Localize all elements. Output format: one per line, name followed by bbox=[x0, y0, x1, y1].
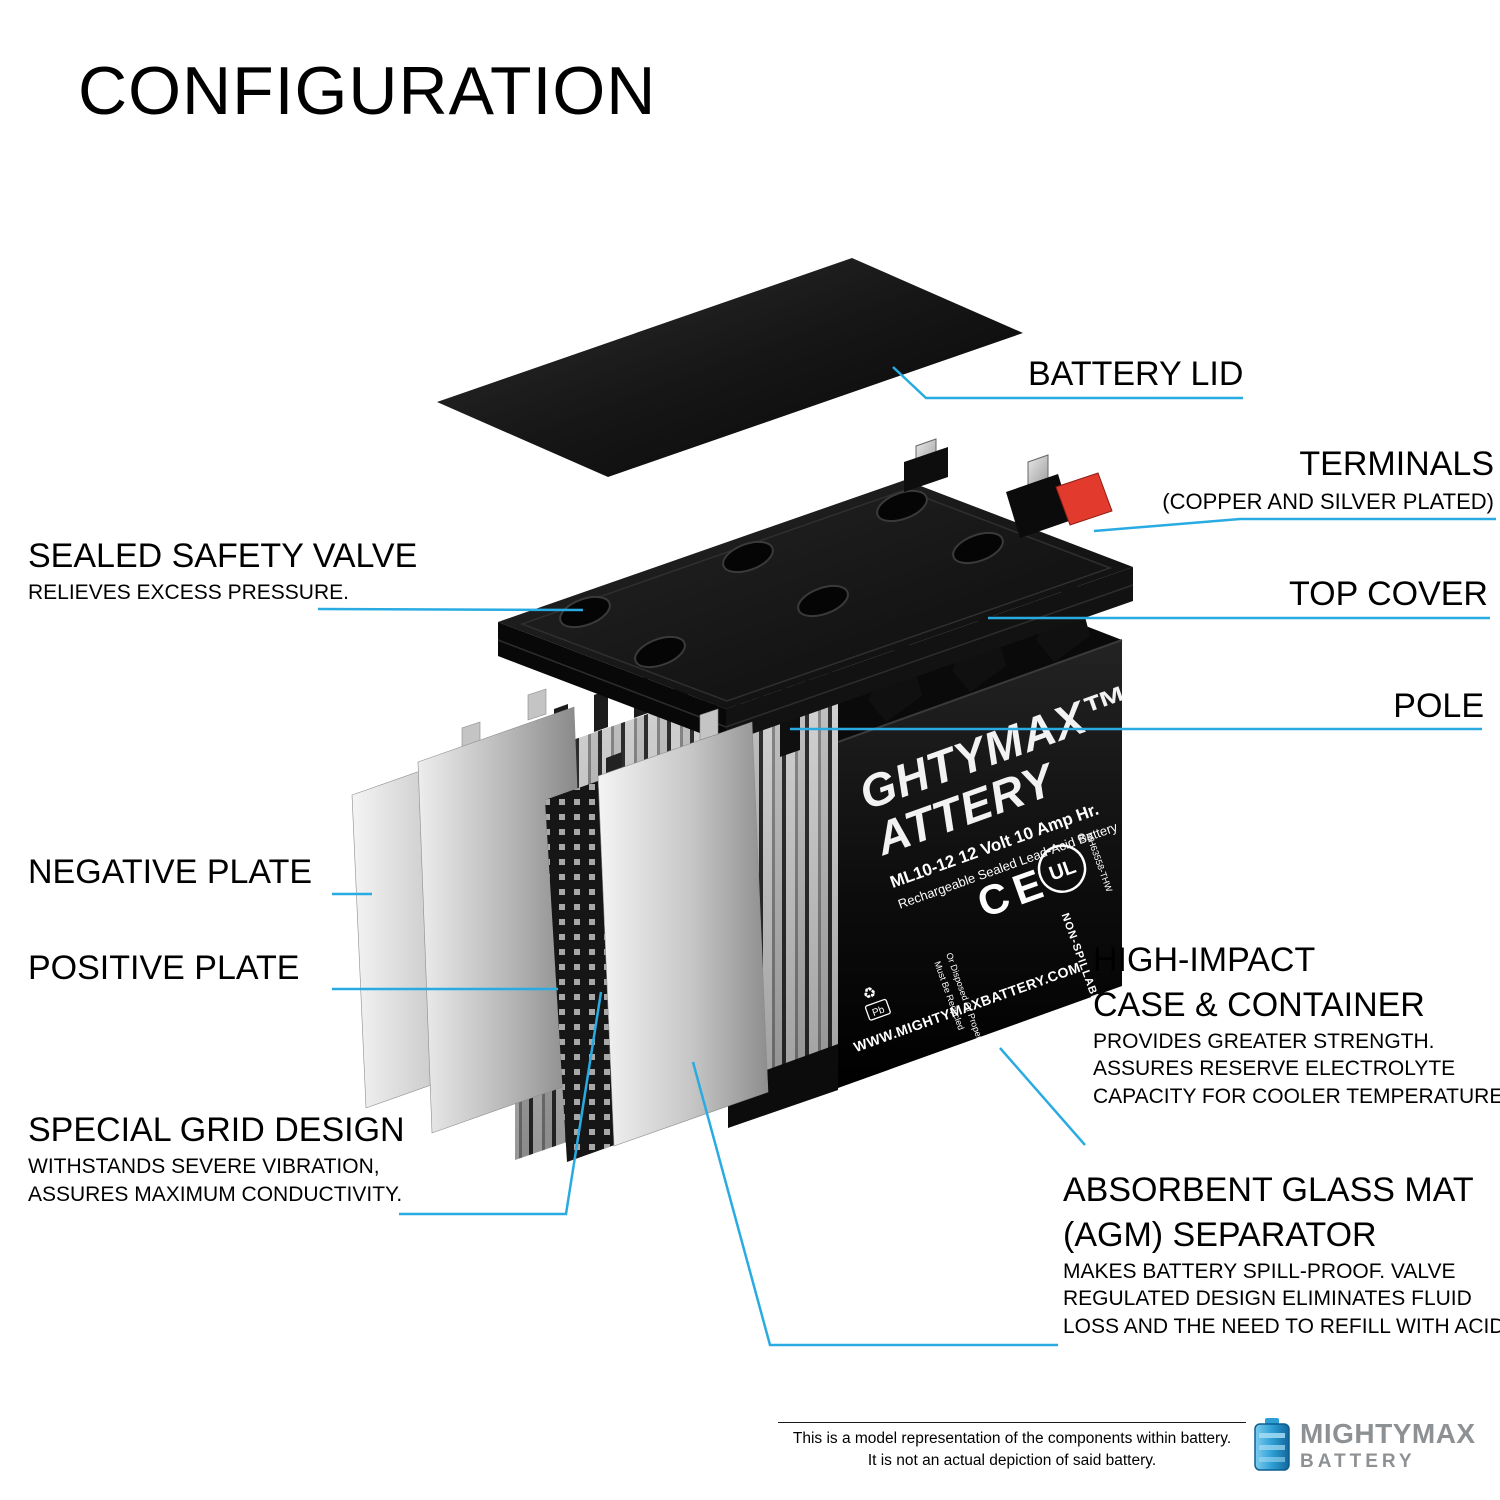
high-impact-heading-1: HIGH-IMPACT bbox=[1093, 941, 1316, 979]
negative-plate-heading: NEGATIVE PLATE bbox=[28, 853, 313, 891]
recycle-icon: ♻ bbox=[860, 983, 878, 1004]
sealed-valve-sub: RELIEVES EXCESS PRESSURE. bbox=[28, 580, 349, 604]
agm-heading-1: ABSORBENT GLASS MAT bbox=[1063, 1171, 1474, 1209]
label-pole: POLE bbox=[1393, 684, 1484, 729]
leader-agm-separator bbox=[691, 1061, 1058, 1347]
battery-lid-heading: BATTERY LID bbox=[1028, 355, 1244, 393]
battery-logo-icon bbox=[1254, 1418, 1290, 1471]
mightymax-logo: MIGHTYMAX BATTERY bbox=[1253, 1418, 1476, 1472]
pole-heading: POLE bbox=[1393, 687, 1484, 725]
label-top-cover: TOP COVER bbox=[1289, 572, 1488, 617]
leader-battery-lid bbox=[892, 366, 1243, 400]
terminal-negative bbox=[904, 438, 948, 492]
special-grid-heading: SPECIAL GRID DESIGN bbox=[28, 1111, 405, 1149]
leader-sealed-valve bbox=[317, 607, 584, 612]
high-impact-heading-2: CASE & CONTAINER bbox=[1093, 985, 1425, 1024]
leader-special-grid bbox=[399, 991, 603, 1216]
footer-disclaimer: This is a model representation of the co… bbox=[778, 1428, 1246, 1472]
label-battery-lid: BATTERY LID bbox=[1028, 352, 1243, 397]
leader-lines bbox=[317, 366, 1496, 1347]
special-grid-sub-1: WITHSTANDS SEVERE VIBRATION, bbox=[28, 1154, 380, 1178]
label-sealed-safety-valve: SEALED SAFETY VALVE RELIEVES EXCESS PRES… bbox=[28, 534, 417, 607]
footer-divider bbox=[778, 1422, 1246, 1423]
disclaimer-line-2: It is not an actual depiction of said ba… bbox=[867, 1452, 1157, 1469]
agm-heading-2: (AGM) SEPARATOR bbox=[1063, 1215, 1377, 1254]
label-terminals: TERMINALS (COPPER AND SILVER PLATED) bbox=[1162, 442, 1494, 516]
agm-separator-shape bbox=[597, 708, 769, 1147]
leader-terminals bbox=[1093, 517, 1496, 533]
special-grid-sub-2: ASSURES MAXIMUM CONDUCTIVITY. bbox=[28, 1182, 403, 1206]
disclaimer-line-1: This is a model representation of the co… bbox=[792, 1430, 1232, 1447]
label-special-grid-design: SPECIAL GRID DESIGN WITHSTANDS SEVERE VI… bbox=[28, 1108, 405, 1208]
pb-box bbox=[864, 998, 891, 1021]
label-high-impact-case: HIGH-IMPACT CASE & CONTAINER PROVIDES GR… bbox=[1093, 938, 1500, 1111]
logo-brand-name: MIGHTYMAX bbox=[1300, 1417, 1476, 1449]
registered-mark: ® bbox=[1076, 831, 1088, 845]
label-negative-plate: NEGATIVE PLATE bbox=[28, 850, 312, 895]
agm-sub-2: REGULATED DESIGN ELIMINATES FLUID bbox=[1063, 1287, 1472, 1311]
agm-sub-1: MAKES BATTERY SPILL-PROOF. VALVE bbox=[1063, 1259, 1456, 1283]
high-impact-sub-3: CAPACITY FOR COOLER TEMPERATURES. bbox=[1093, 1085, 1500, 1109]
leader-high-impact-case bbox=[999, 1047, 1086, 1146]
ul-mark-circle bbox=[1037, 844, 1087, 893]
terminal-positive bbox=[1006, 454, 1113, 538]
battery-case-shape bbox=[838, 640, 1122, 1088]
case-top-edge bbox=[837, 639, 1123, 743]
agm-sub-3: LOSS AND THE NEED TO REFILL WITH ACID. bbox=[1063, 1315, 1500, 1339]
battery-lid-shape bbox=[437, 258, 1023, 477]
terminals-sub: (COPPER AND SILVER PLATED) bbox=[1162, 488, 1494, 514]
sealed-valve-heading: SEALED SAFETY VALVE bbox=[28, 537, 418, 575]
high-impact-sub-2: ASSURES RESERVE ELECTROLYTE bbox=[1093, 1057, 1456, 1081]
top-cover-heading: TOP COVER bbox=[1288, 575, 1488, 613]
label-agm-separator: ABSORBENT GLASS MAT (AGM) SEPARATOR MAKE… bbox=[1063, 1168, 1500, 1341]
logo-brand-word: BATTERY bbox=[1300, 1450, 1416, 1472]
valve-caps bbox=[559, 489, 1004, 669]
pb-text: Pb bbox=[871, 1004, 887, 1019]
high-impact-sub-1: PROVIDES GREATER STRENGTH. bbox=[1093, 1029, 1435, 1053]
page-title: CONFIGURATION bbox=[78, 53, 657, 129]
terminals-heading: TERMINALS bbox=[1299, 445, 1494, 483]
positive-plate-heading: POSITIVE PLATE bbox=[28, 949, 300, 987]
label-positive-plate: POSITIVE PLATE bbox=[28, 946, 299, 991]
pole-tab-shape bbox=[780, 716, 800, 757]
